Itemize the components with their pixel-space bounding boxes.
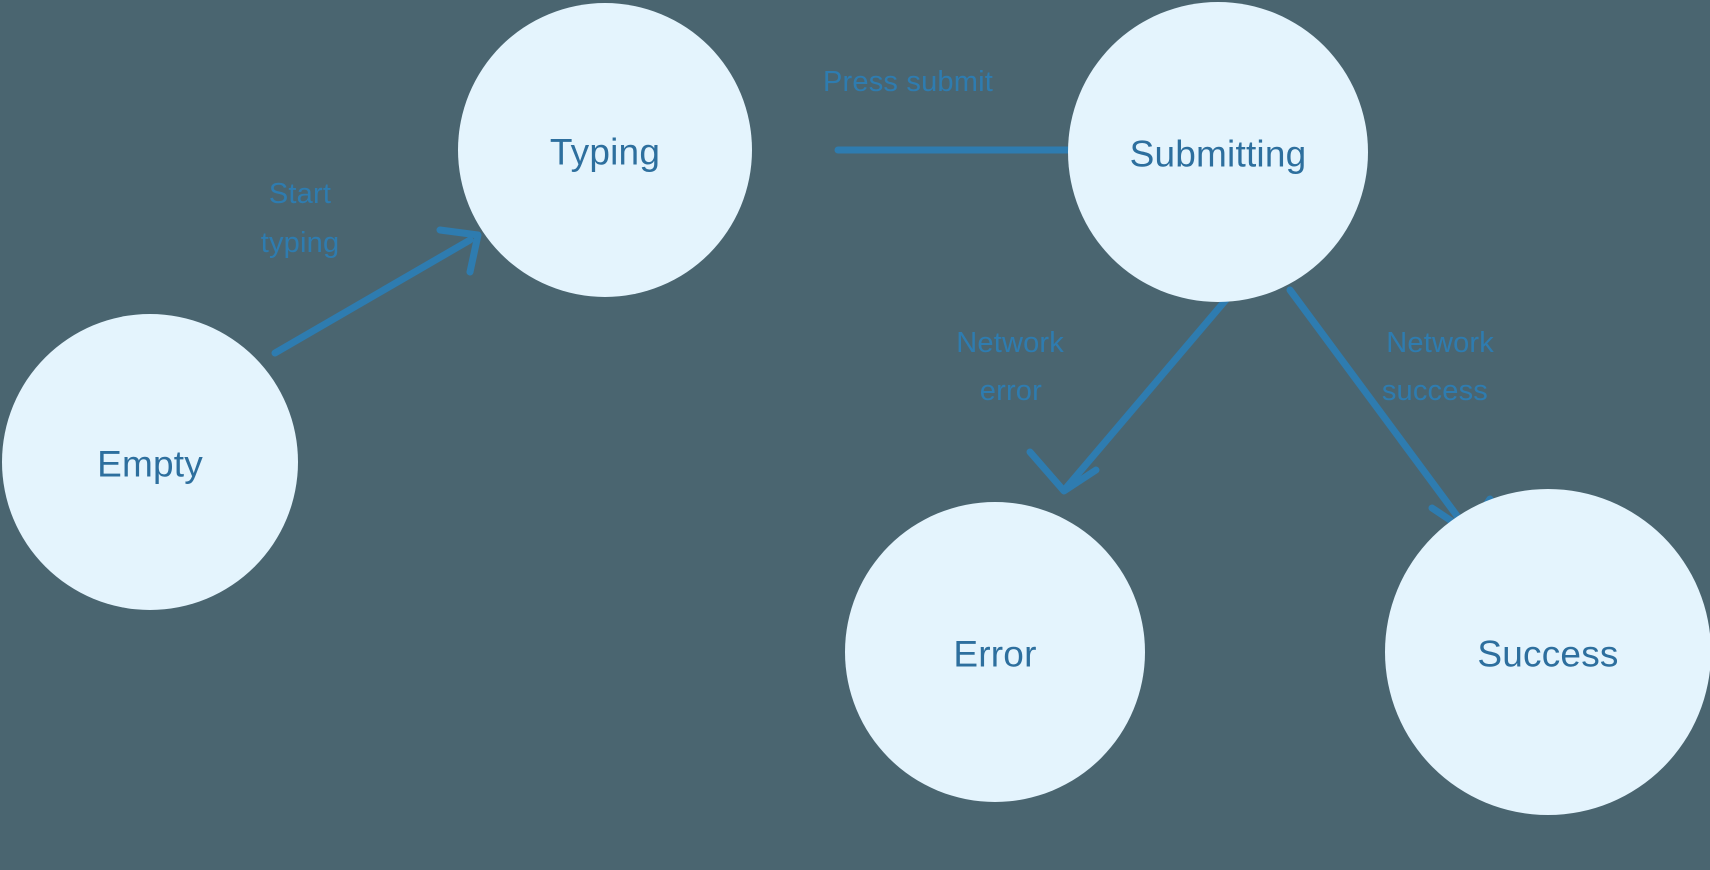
edge-label-submitting-to-success: Network success (1382, 327, 1494, 407)
edge-line-submitting-to-error (1062, 284, 1240, 492)
edge-submitting-to-error[interactable] (1026, 284, 1240, 495)
node-empty-label: Empty (97, 444, 203, 485)
node-typing-circle (458, 3, 752, 297)
edge-label-submitting-to-success-line-1: Network (1386, 327, 1494, 359)
edge-label-submitting-to-error-line-1: Network (956, 327, 1064, 359)
node-empty[interactable]: Empty (2, 314, 298, 610)
node-success[interactable]: Success (1385, 489, 1710, 815)
node-error[interactable]: Error (845, 502, 1145, 802)
arrowhead-submitting-to-error (1026, 448, 1100, 495)
node-submitting[interactable]: Submitting (1068, 2, 1368, 302)
arrowhead-empty-to-typing (436, 226, 482, 276)
edge-label-submitting-to-success-line-2: success (1382, 375, 1488, 407)
edge-label-empty-to-typing-line-1: Start (269, 178, 331, 210)
edge-label-empty-to-typing: Start typing (261, 178, 340, 259)
node-typing[interactable]: Typing (458, 3, 752, 297)
node-empty-circle (2, 314, 298, 610)
node-submitting-circle (1068, 2, 1368, 302)
node-error-label: Error (953, 634, 1036, 675)
edge-label-submitting-to-error: Network error (956, 327, 1064, 407)
edge-empty-to-typing[interactable] (271, 226, 482, 357)
edge-label-typing-to-submitting-line-1: Press submit (823, 66, 993, 98)
edge-label-empty-to-typing-line-2: typing (261, 227, 340, 259)
node-success-circle (1385, 489, 1710, 815)
node-typing-label: Typing (550, 132, 660, 173)
node-submitting-label: Submitting (1130, 134, 1307, 175)
edge-line-empty-to-typing (271, 236, 474, 357)
node-success-label: Success (1477, 634, 1618, 675)
node-error-circle (845, 502, 1145, 802)
edge-label-submitting-to-error-line-2: error (980, 375, 1042, 407)
edge-line-submitting-to-success (1286, 286, 1470, 532)
edge-label-typing-to-submitting: Press submit (823, 66, 993, 98)
